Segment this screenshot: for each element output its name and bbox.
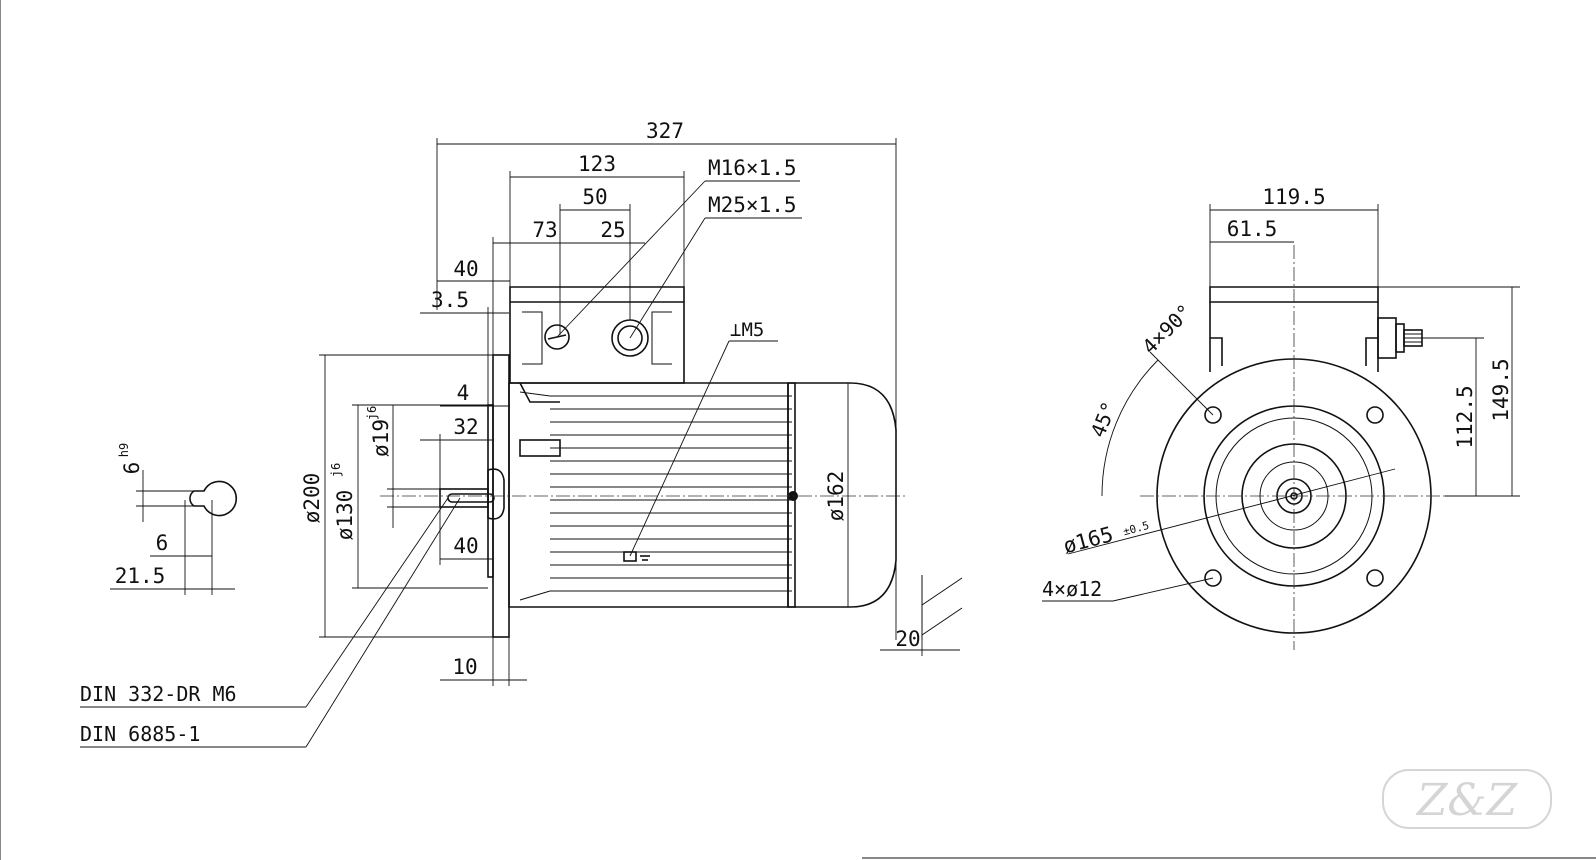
logo-icon: Z&Z: [1382, 769, 1552, 829]
mounting-hole: [1366, 406, 1384, 424]
dim-key-depth: 6: [156, 531, 169, 555]
dim-key-width: 6: [120, 462, 144, 475]
shaft-section: [189, 480, 237, 517]
terminal-box: [509, 286, 685, 384]
dim-overall-length: 327: [646, 119, 684, 143]
shaft-key: [447, 493, 495, 503]
dim-shaft-height: 21.5: [115, 564, 166, 588]
front-view: 45° 4×90° ø165 ±0.5 4×ø12 119.5 61.5 112…: [1042, 185, 1520, 650]
dim-flange-thickness: 10: [452, 655, 477, 679]
dim-shaft-dia: ø19: [369, 419, 393, 457]
dim-fan-clearance: 20: [895, 627, 920, 651]
dim-height-total: 149.5: [1489, 358, 1513, 421]
mounting-hole: [1204, 569, 1222, 587]
cooling-fins: [519, 391, 792, 601]
dim-body-dia: ø162: [824, 471, 848, 522]
cable-gland-side-icon: [1377, 317, 1423, 359]
key-section-view: 6 h9 6 21.5: [110, 443, 237, 595]
dim-flange-to-box: 40: [453, 257, 478, 281]
dim-holes: 4×ø12: [1042, 577, 1102, 601]
break-marks: [921, 575, 963, 640]
label-gland-large: M25×1.5: [708, 193, 797, 217]
dim-key-length: 40: [453, 534, 478, 558]
mounting-hole: [1366, 569, 1384, 587]
dim-shaft-tol: j6: [365, 406, 379, 420]
body-lug: [519, 439, 561, 457]
dim-spigot-dia: ø130: [333, 490, 357, 541]
shaft-collar: [487, 468, 505, 520]
dim-spigot-tol: j6: [329, 463, 343, 477]
dim-gland-spacing: 25: [600, 218, 625, 242]
dim-flange-dia: ø200: [300, 473, 324, 524]
side-view: 327 123 50 73 25 40 3.5 4: [80, 119, 963, 748]
dim-pitch-tol: ±0.5: [1122, 519, 1151, 538]
cable-gland-icon: [544, 324, 570, 350]
dim-shaft-length: 32: [453, 415, 478, 439]
dim-height-shaft: 112.5: [1453, 385, 1477, 448]
side-dimensions: 327 123 50 73 25 40 3.5 4: [300, 119, 960, 686]
side-leaders: M16×1.5 M25×1.5 ⊥M5 DIN 332-DR M6 DIN 68…: [80, 156, 802, 748]
angle-arc: [1101, 359, 1159, 497]
earth-symbol-icon: [623, 551, 650, 562]
mounting-hole: [1204, 406, 1222, 424]
motor-body: [508, 382, 796, 608]
dim-key-tol: h9: [117, 443, 131, 457]
label-key-standard: DIN 6885-1: [80, 722, 200, 746]
label-earth-thread: ⊥M5: [730, 319, 764, 341]
dim-flange-thickness-small: 3.5: [431, 288, 469, 312]
dim-hole-offset-angle: 45°: [1086, 398, 1122, 440]
dim-gland-pitch: 50: [582, 185, 607, 209]
dim-hole-angle: 4×90°: [1137, 299, 1197, 359]
dim-box-width: 119.5: [1262, 185, 1325, 209]
logo-text: Z&Z: [1415, 775, 1519, 826]
dim-box-offset: 61.5: [1227, 217, 1278, 241]
dim-terminal-box-length: 123: [578, 152, 616, 176]
dim-pitch-dia: ø165: [1061, 522, 1116, 558]
dim-spigot-depth: 4: [457, 381, 470, 405]
label-centre-hole-standard: DIN 332-DR M6: [80, 682, 237, 706]
dim-gland-offset: 73: [532, 218, 557, 242]
label-gland-small: M16×1.5: [708, 156, 797, 180]
